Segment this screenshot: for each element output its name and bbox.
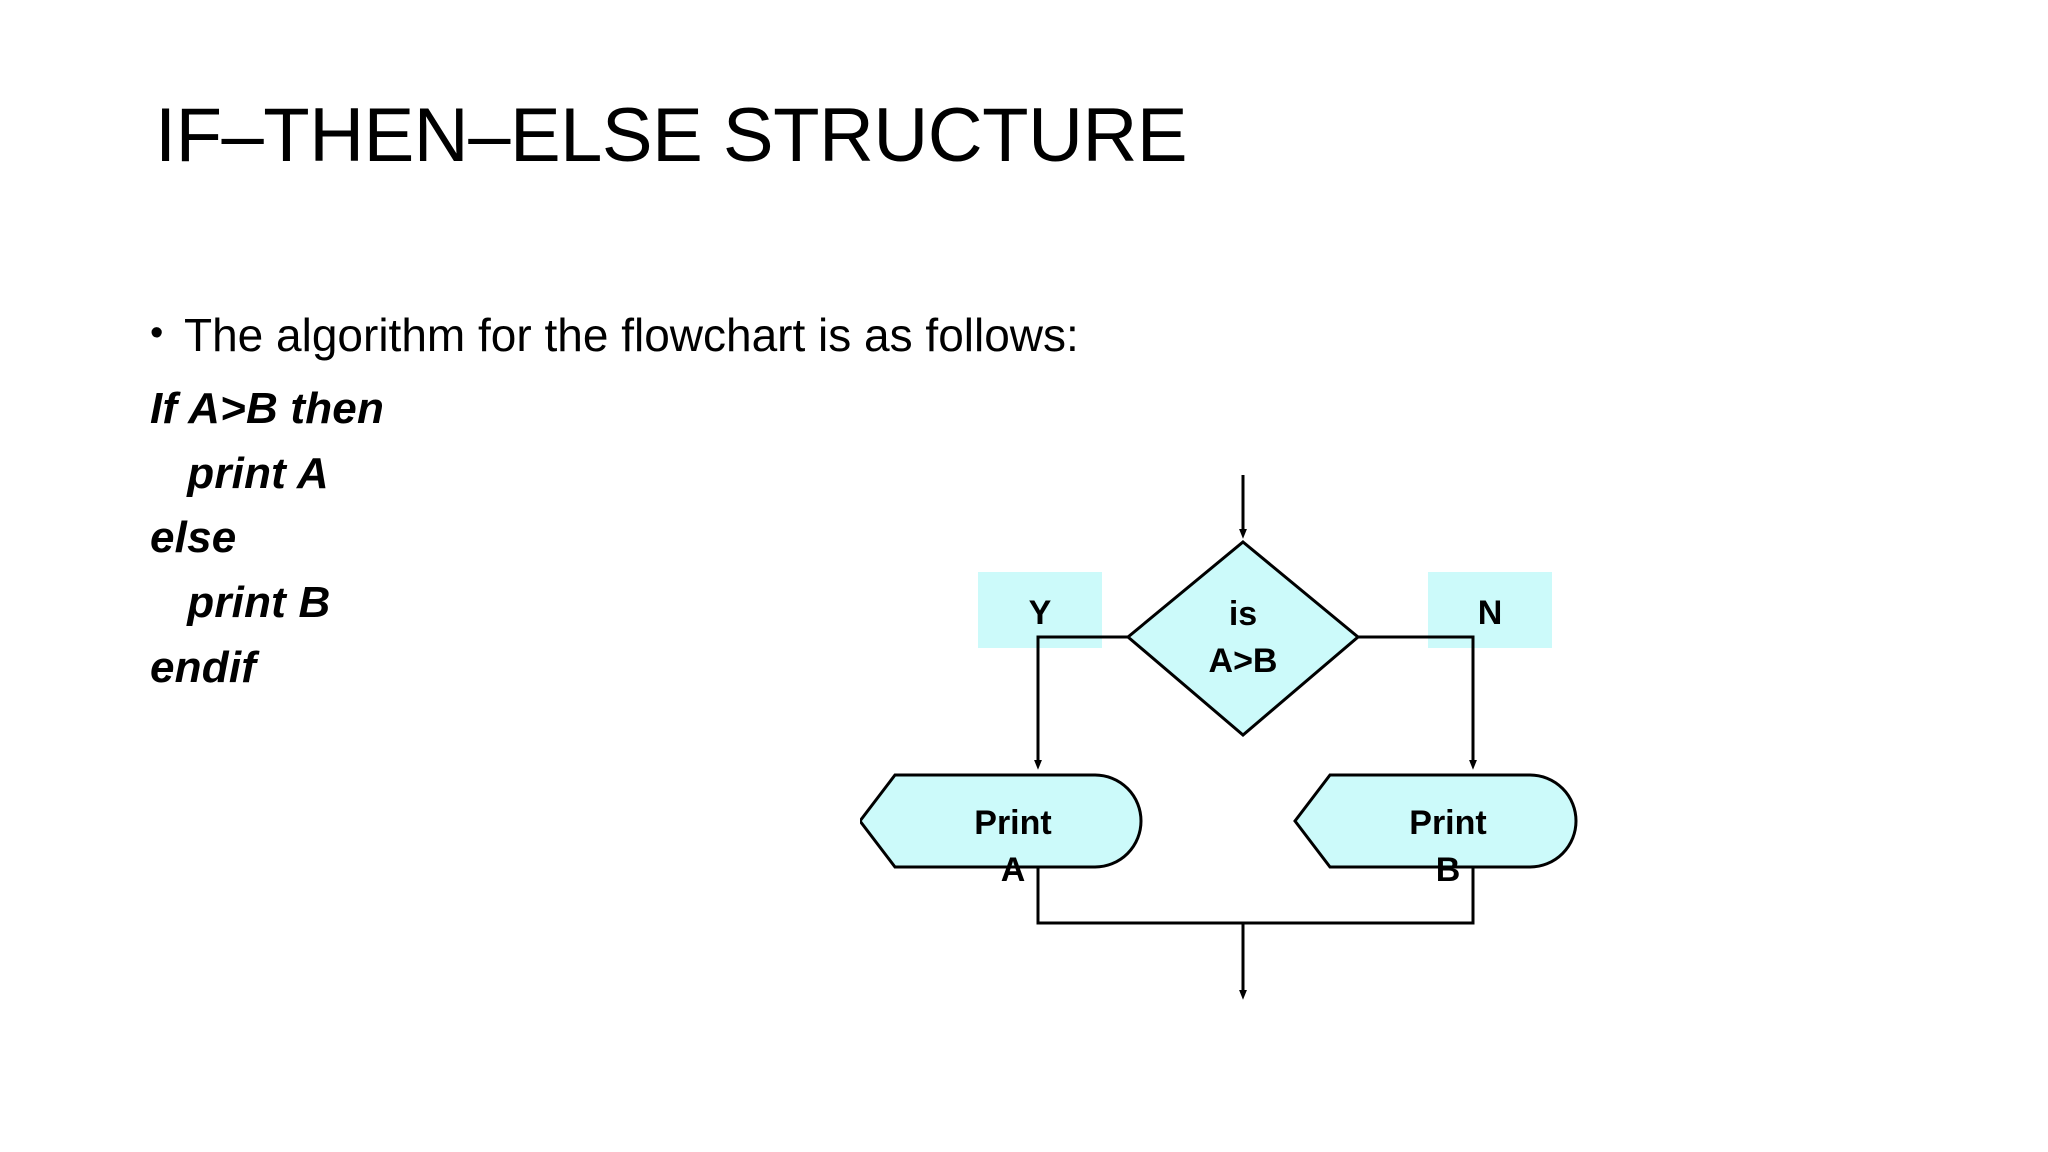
branch-label-no: N — [1478, 594, 1503, 632]
connector-no-branch — [1358, 635, 1477, 770]
algorithm-line-print-b: print B — [150, 577, 331, 627]
process-print-b-label-line1: Print — [1409, 804, 1486, 842]
algorithm-line-else: else — [150, 513, 237, 563]
process-print-a-label-line1: Print — [974, 804, 1051, 842]
branch-label-yes-chip — [978, 572, 1102, 648]
process-print-a-label-line2: A — [1001, 851, 1026, 889]
flowchart-svg: is A>B Y N Print A Print B — [860, 475, 1578, 1000]
decision-diamond — [1125, 540, 1361, 737]
bullet-list-item: • The algorithm for the flowchart is as … — [150, 306, 1150, 365]
bullet-item-label: The algorithm for the flowchart is as fo… — [184, 309, 1079, 361]
decision-label-line1: is — [1229, 595, 1257, 633]
body-text-block: • The algorithm for the flowchart is as … — [150, 306, 1150, 700]
connector-yes-branch — [1034, 635, 1128, 770]
decision-label-line2: A>B — [1209, 642, 1278, 680]
process-print-a-shape — [860, 773, 1143, 869]
page-title: IF–THEN–ELSE STRUCTURE — [155, 93, 1188, 178]
branch-label-yes: Y — [1029, 594, 1052, 632]
process-print-b-shape — [1293, 773, 1578, 869]
bullet-marker-icon: • — [150, 312, 164, 354]
algorithm-line-endif: endif — [150, 642, 257, 692]
process-print-b-label-line2: B — [1436, 851, 1461, 889]
flowchart-diagram: is A>B Y N Print A Print B — [860, 450, 1700, 1030]
algorithm-line-if: If A>B then — [150, 383, 385, 433]
branch-label-no-chip — [1428, 572, 1552, 648]
algorithm-line-print-a: print A — [150, 448, 329, 498]
connector-merge-bus — [1036, 867, 1475, 925]
